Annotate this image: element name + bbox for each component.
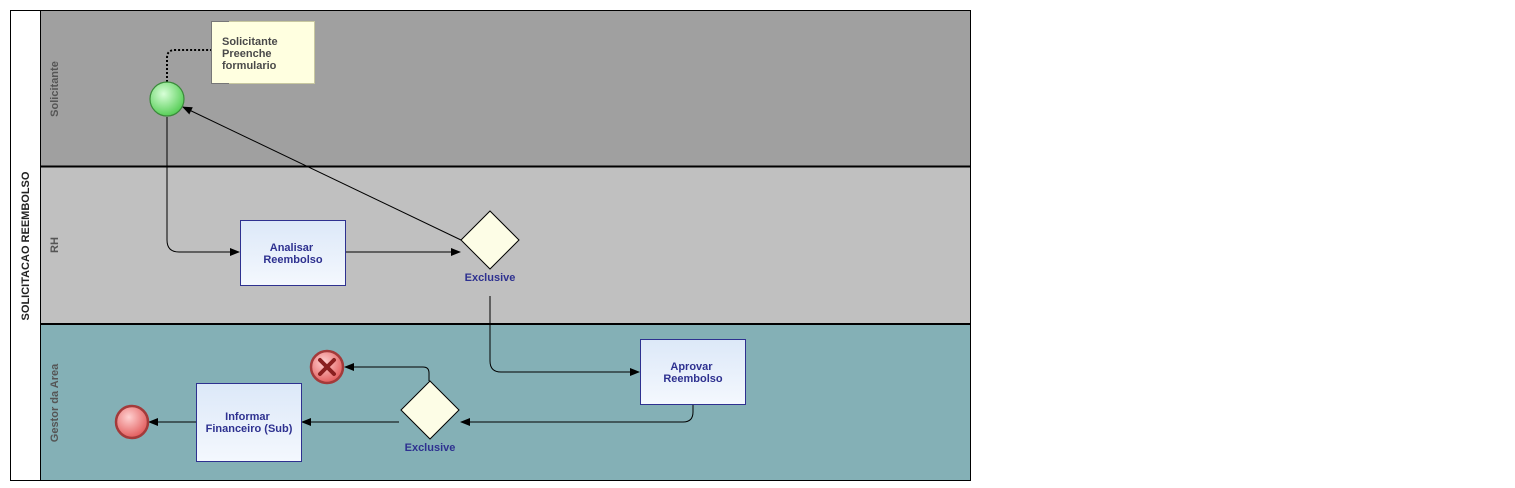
lane-label-gestor: Gestor da Area xyxy=(49,363,61,442)
task-label: Aprovar Reembolso xyxy=(663,361,723,385)
lane-solicitante: Solicitante xyxy=(40,10,971,167)
flow-gateway-to-start xyxy=(182,106,462,241)
end-event[interactable] xyxy=(114,404,150,440)
task-label-line: Aprovar xyxy=(670,361,713,373)
cancel-x-icon xyxy=(318,358,336,376)
annotation-line: Preenche xyxy=(222,48,272,60)
cancel-end-event[interactable] xyxy=(309,349,345,385)
lane-label-rh: RH xyxy=(49,237,61,253)
pool-label: SOLICITACAO REEMBOLSO xyxy=(20,171,32,320)
task-label-line: Reembolso xyxy=(263,254,323,266)
gateway-exclusive-gestor[interactable]: Exclusive xyxy=(400,380,460,454)
gateway-label: Exclusive xyxy=(405,442,456,454)
task-label-line: Analisar xyxy=(270,242,314,254)
flow-aprovar-to-gateway xyxy=(460,405,694,426)
gateway-label: Exclusive xyxy=(465,272,516,284)
task-label: Informar Financeiro (Sub) xyxy=(206,411,293,435)
gateway-exclusive-rh[interactable]: Exclusive xyxy=(460,210,520,284)
task-label-line: Informar xyxy=(225,411,270,423)
task-label-line: Reembolso xyxy=(663,373,723,385)
annotation-association xyxy=(166,49,211,82)
flow-gateway-to-cancel xyxy=(344,363,430,381)
flow-start-to-analisar xyxy=(166,117,240,256)
annotation-line: formulario xyxy=(222,60,277,72)
annotation-text: Solicitante Preenche formulario xyxy=(222,36,281,72)
flow-gateway-to-aprovar xyxy=(489,296,640,376)
pool: SOLICITACAO REEMBOLSO xyxy=(10,10,41,481)
annotation-line: Solicitante xyxy=(222,36,278,48)
lane-gestor: Gestor da Area xyxy=(40,323,971,481)
lane-label-solicitante: Solicitante xyxy=(49,61,61,117)
text-annotation[interactable]: Solicitante Preenche formulario xyxy=(211,21,315,84)
task-informar-financeiro[interactable]: Informar Financeiro (Sub) xyxy=(196,383,302,462)
task-label-line: Financeiro (Sub) xyxy=(206,423,293,435)
task-label: Analisar Reembolso xyxy=(263,242,323,266)
task-analisar-reembolso[interactable]: Analisar Reembolso xyxy=(240,220,346,286)
task-aprovar-reembolso[interactable]: Aprovar Reembolso xyxy=(640,339,746,405)
start-event[interactable] xyxy=(149,81,185,117)
